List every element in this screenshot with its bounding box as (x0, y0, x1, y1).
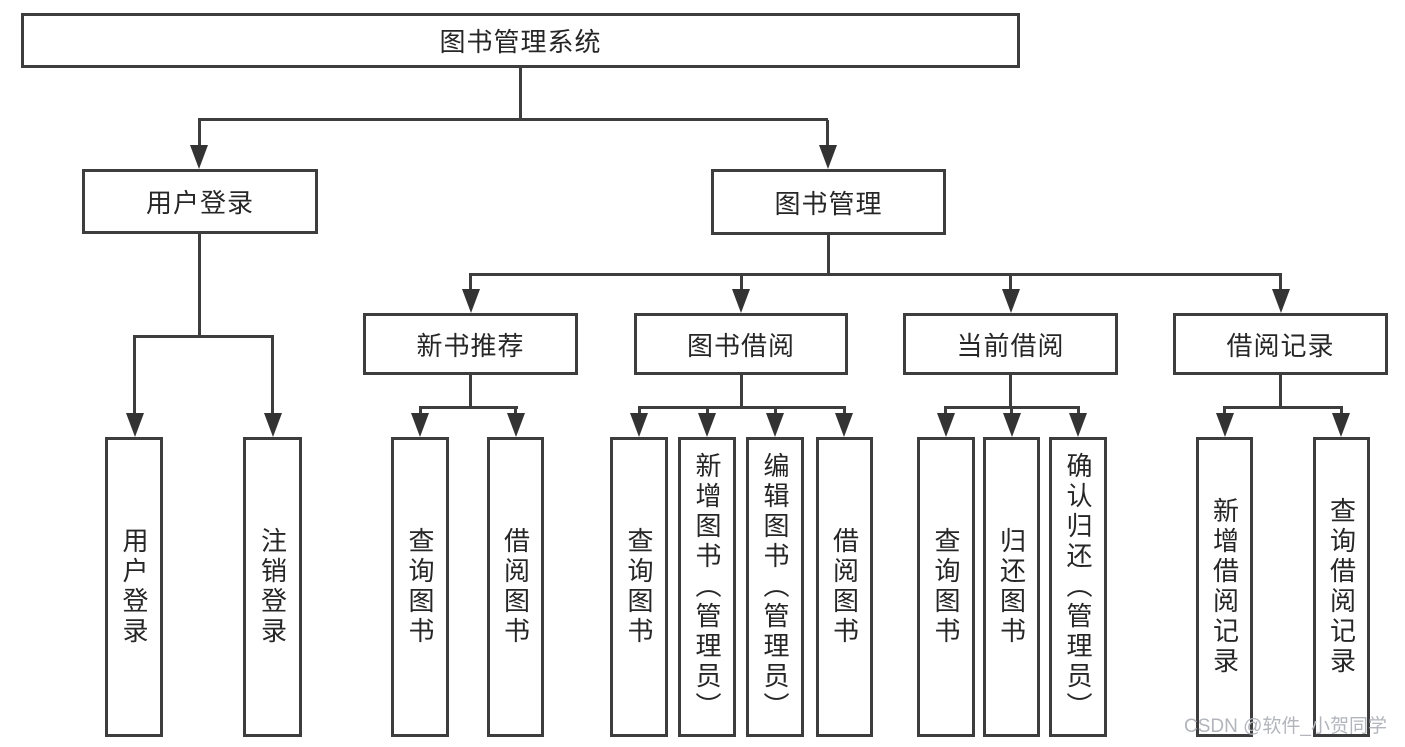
node-leaf-add-books-admin: 新增图书（管理员） (678, 437, 736, 737)
node-leaf-return-books: 归还图书 (983, 437, 1040, 737)
arrowhead-icon (937, 413, 955, 437)
arrowhead-icon (1069, 413, 1087, 437)
arrowhead-icon (1002, 289, 1020, 313)
v-line (740, 375, 743, 409)
node-leaf-borrow-books-borrowing: 借阅图书 (816, 437, 873, 737)
node-leaf-query-books-current: 查询图书 (917, 437, 975, 737)
arrowhead-icon (630, 413, 648, 437)
v-line (198, 120, 201, 150)
node-borrowing-records: 借阅记录 (1173, 313, 1388, 375)
node-book-borrowing-label: 图书借阅 (686, 330, 795, 361)
h-line (1223, 406, 1343, 409)
h-line (469, 273, 1282, 276)
node-leaf-confirm-return-admin: 确认归还（管理员） (1049, 437, 1107, 737)
arrowhead-icon (819, 145, 837, 169)
arrowhead-icon (462, 289, 480, 313)
arrowhead-icon (1216, 413, 1234, 437)
leaf-label: 查询图书 (405, 527, 435, 647)
leaf-label: 归还图书 (996, 527, 1027, 647)
v-line (827, 235, 830, 275)
arrowhead-icon (698, 413, 716, 437)
leaf-label: 新增图书（管理员） (692, 452, 722, 722)
node-user-login-label: 用户登录 (145, 188, 254, 218)
arrowhead-icon (835, 413, 853, 437)
arrowhead-icon (1272, 289, 1290, 313)
node-leaf-borrow-books-recommend: 借阅图书 (487, 437, 544, 737)
node-borrowing-records-label: 借阅记录 (1226, 330, 1335, 361)
arrowhead-icon (1332, 413, 1350, 437)
leaf-label: 注销登录 (257, 527, 288, 647)
h-line (198, 118, 828, 121)
node-root-label: 图书管理系统 (439, 27, 602, 57)
watermark: CSDN @软件_小贺同学 (1184, 716, 1387, 737)
h-line (638, 406, 846, 409)
node-leaf-user-login: 用户登录 (105, 437, 163, 737)
arrowhead-icon (1003, 413, 1021, 437)
node-leaf-query-borrow-record: 查询借阅记录 (1313, 437, 1370, 737)
leaf-label: 借阅图书 (829, 527, 860, 647)
arrowhead-icon (190, 145, 208, 169)
v-line (1279, 375, 1282, 409)
leaf-label: 查询图书 (931, 527, 961, 647)
arrowhead-icon (126, 413, 144, 437)
node-leaf-edit-books-admin: 编辑图书（管理员） (746, 437, 804, 737)
v-line (1009, 375, 1012, 409)
node-root: 图书管理系统 (21, 13, 1020, 68)
node-new-book-recommend: 新书推荐 (363, 313, 578, 375)
node-book-management: 图书管理 (711, 169, 946, 235)
node-leaf-query-books-recommend: 查询图书 (391, 437, 449, 737)
h-line (133, 335, 274, 338)
arrowhead-icon (766, 413, 784, 437)
v-line (826, 120, 829, 150)
arrowhead-icon (732, 289, 750, 313)
leaf-label: 编辑图书（管理员） (760, 452, 790, 722)
arrowhead-icon (411, 413, 429, 437)
v-line (469, 275, 472, 291)
v-line (133, 337, 136, 417)
leaf-label: 查询图书 (624, 527, 654, 647)
arrowhead-icon (507, 413, 525, 437)
node-leaf-add-borrow-record: 新增借阅记录 (1196, 437, 1253, 737)
v-line (469, 375, 472, 409)
arrowhead-icon (264, 413, 282, 437)
v-line (519, 68, 522, 120)
leaf-label: 确认归还（管理员） (1063, 452, 1093, 722)
leaf-label: 查询借阅记录 (1326, 497, 1357, 677)
v-line (1009, 275, 1012, 291)
node-current-borrowing: 当前借阅 (903, 313, 1118, 375)
h-line (419, 406, 518, 409)
node-current-borrowing-label: 当前借阅 (956, 330, 1065, 361)
node-book-borrowing: 图书借阅 (634, 313, 848, 375)
node-new-book-recommend-label: 新书推荐 (416, 330, 525, 361)
v-line (1279, 275, 1282, 291)
v-line (740, 275, 743, 291)
node-book-management-label: 图书管理 (774, 188, 883, 219)
v-line (271, 337, 274, 417)
v-line (198, 234, 201, 337)
h-line (944, 406, 1080, 409)
node-leaf-query-books-borrowing: 查询图书 (610, 437, 668, 737)
leaf-label: 借阅图书 (500, 527, 531, 647)
node-user-login: 用户登录 (82, 169, 318, 234)
node-leaf-logout: 注销登录 (243, 437, 302, 737)
leaf-label: 用户登录 (119, 527, 149, 647)
leaf-label: 新增借阅记录 (1209, 497, 1240, 677)
